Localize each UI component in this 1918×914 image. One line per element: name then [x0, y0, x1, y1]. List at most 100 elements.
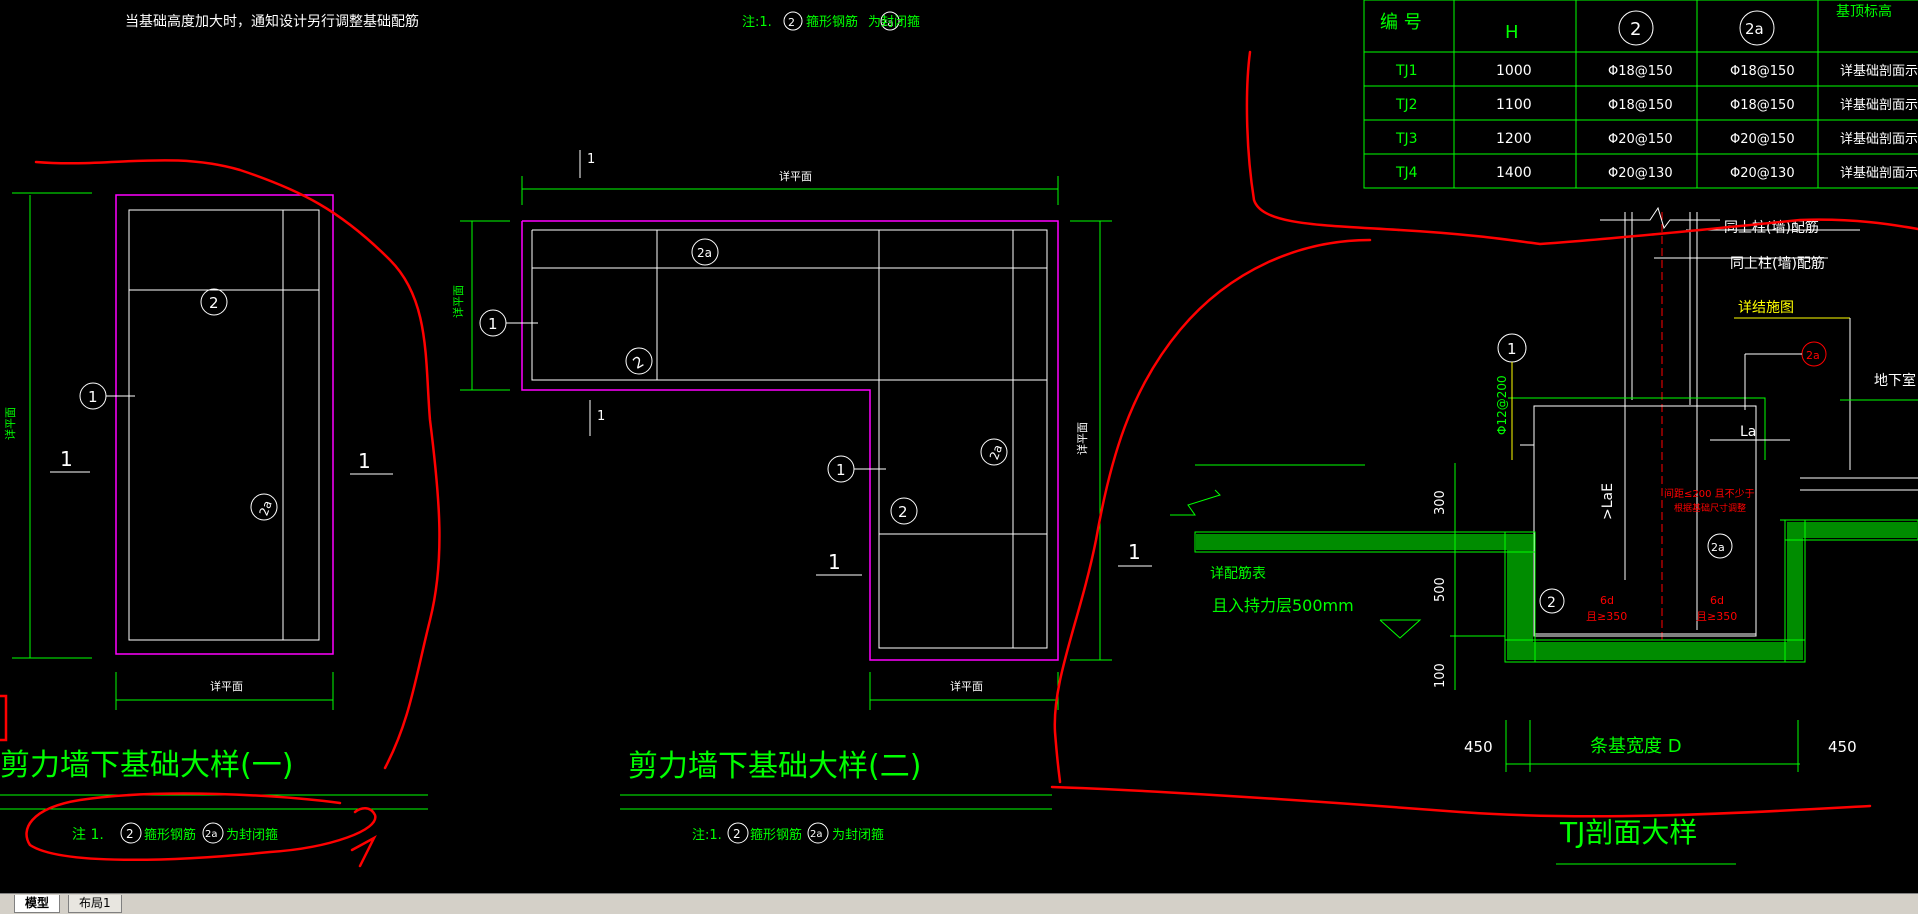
marker-2-section: 2	[1547, 595, 1556, 611]
marker-1-section: 1	[1507, 340, 1517, 358]
tab-layout1[interactable]: 布局1	[68, 895, 122, 913]
label-phi12: Φ12@200	[1495, 375, 1509, 435]
table-row: TJ1 1000 Φ18@150 Φ18@150 详基础剖面示意	[1395, 63, 1918, 79]
marker-2-d2-mid: 2	[898, 503, 908, 521]
section-mark-d1-left: 1	[60, 447, 73, 471]
len-left: 且≥350	[1586, 610, 1627, 623]
red-stroke-bottom-line	[1050, 785, 1872, 818]
svg-text:Φ20@130: Φ20@130	[1608, 166, 1673, 181]
dim-450-left: 450	[1464, 738, 1493, 756]
rebar-table: 编 号 H 2 2a 基顶标高 TJ1 1000 Φ18@150 Φ18@150…	[1363, 0, 1918, 189]
table-row: TJ2 1100 Φ18@150 Φ18@150 详基础剖面示意	[1395, 97, 1918, 113]
len-right: 且≥350	[1696, 610, 1737, 623]
svg-text:1200: 1200	[1496, 131, 1532, 147]
cad-drawing-canvas[interactable]: 当基础高度加大时，通知设计另行调整基础配筋 注:1. 2 箍形钢筋 2a 为封闭…	[0, 0, 1918, 893]
red-stroke-section-divider	[1053, 238, 1372, 784]
table-header-2a: 2a	[1745, 20, 1764, 38]
svg-text:为封闭箍: 为封闭箍	[868, 14, 920, 30]
section-mark-d2-right: 1	[1128, 540, 1141, 564]
marker-2a-section: 2a	[1711, 541, 1725, 554]
svg-text:详基础剖面示意: 详基础剖面示意	[1840, 63, 1918, 79]
table-row: TJ3 1200 Φ20@150 Φ20@150 详基础剖面示意	[1395, 131, 1918, 147]
dim-450-right: 450	[1828, 738, 1857, 756]
detail-2: 详平面 详平面 详平面 2a 2 1 1 2 2a	[451, 150, 1152, 844]
title-section: TJ剖面大样	[1559, 816, 1697, 849]
red-note-1: 间距≤200 且不少于	[1664, 487, 1755, 500]
svg-text:Φ20@130: Φ20@130	[1730, 166, 1795, 181]
table-header-id: 编 号	[1380, 12, 1422, 33]
marker-2a-section-red: 2a	[1806, 349, 1820, 362]
detail-1: 详平面 2 1 2a 1 1 详平面 剪力墙下基础大样(一) 注 1. 2 箍形…	[0, 192, 428, 844]
table-header-base-elev: 基顶标高	[1836, 3, 1892, 20]
red-stroke-left-outline	[34, 159, 441, 770]
red-stroke-left-bracket	[0, 694, 8, 742]
svg-text:详基础剖面示意: 详基础剖面示意	[1840, 165, 1918, 181]
svg-text:2: 2	[126, 827, 134, 841]
dim-see-plan-d2-bottom: 详平面	[950, 679, 983, 693]
label-same-col-2: 同上柱(墙)配筋	[1730, 255, 1825, 272]
table-header-2: 2	[1630, 19, 1641, 40]
svg-text:2: 2	[788, 16, 795, 29]
svg-text:2a: 2a	[205, 829, 218, 840]
dim-see-plan-d1: 详平面	[210, 679, 243, 693]
svg-text:详基础剖面示意: 详基础剖面示意	[1840, 131, 1918, 147]
note-bottom-left-b: 为封闭箍	[226, 827, 278, 843]
note-bottom-mid-b: 为封闭箍	[832, 827, 884, 843]
marker-2a-d1: 2a	[257, 499, 275, 518]
red-stroke-note-tail	[350, 834, 377, 868]
section-cut-top: 1	[587, 152, 595, 167]
red-stroke-note-circle	[25, 792, 377, 862]
svg-text:TJ2: TJ2	[1395, 97, 1418, 113]
svg-text:1100: 1100	[1496, 97, 1532, 113]
label-basement: 地下室	[1874, 372, 1916, 389]
svg-text:Φ20@150: Φ20@150	[1608, 132, 1673, 147]
section-mark-d2-mid: 1	[828, 550, 841, 574]
svg-text:TJ1: TJ1	[1395, 63, 1418, 79]
marker-1-d1: 1	[88, 388, 98, 406]
tab-model[interactable]: 模型	[14, 895, 61, 913]
title-detail-1: 剪力墙下基础大样(一)	[0, 748, 293, 783]
svg-text:详基础剖面示意: 详基础剖面示意	[1840, 97, 1918, 113]
marker-2a-d2-top: 2a	[697, 246, 712, 260]
six-d-left: 6d	[1600, 594, 1614, 607]
marker-2-d2-left: 2	[630, 352, 647, 372]
note-bottom-left-prefix: 注 1.	[72, 827, 104, 843]
svg-text:2a: 2a	[810, 829, 823, 840]
dim-100: 100	[1433, 663, 1448, 688]
svg-text:Φ18@150: Φ18@150	[1730, 98, 1795, 113]
section-mark-d1-right: 1	[358, 449, 371, 473]
red-note-2: 根据基础尺寸调整	[1674, 502, 1746, 514]
svg-text:1000: 1000	[1496, 63, 1532, 79]
svg-text:TJ4: TJ4	[1395, 165, 1418, 181]
dim-see-plan-d2-left: 详平面	[451, 285, 465, 318]
dim-500: 500	[1433, 577, 1448, 602]
label-same-col-1: 同上柱(墙)配筋	[1724, 219, 1819, 236]
svg-text:1400: 1400	[1496, 165, 1532, 181]
section-cut-bottom: 1	[597, 409, 605, 424]
six-d-right: 6d	[1710, 594, 1724, 607]
label-see-rebar: 详配筋表	[1210, 565, 1266, 582]
table-row: TJ4 1400 Φ20@130 Φ20@130 详基础剖面示意	[1395, 165, 1918, 181]
marker-2a-d2-right: 2a	[987, 443, 1005, 462]
svg-text:TJ3: TJ3	[1395, 131, 1418, 147]
svg-text:Φ20@150: Φ20@150	[1730, 132, 1795, 147]
dim-see-plan-d2-right: 详平面	[1075, 422, 1089, 455]
dim-strip-width: 条基宽度 D	[1590, 736, 1682, 757]
label-see-detail: 详结施图	[1738, 300, 1794, 316]
marker-1-d2-mid: 1	[836, 461, 846, 479]
svg-text:Φ18@150: Φ18@150	[1730, 64, 1795, 79]
label-lae: >LaE	[1600, 483, 1616, 520]
layout-tab-bar: 模型 布局1	[0, 893, 1918, 914]
svg-text:Φ18@150: Φ18@150	[1608, 98, 1673, 113]
red-markup-annotations	[0, 50, 1918, 868]
label-bearing: 且入持力层500mm	[1212, 596, 1354, 615]
dim-see-plan-left: 详平面	[3, 407, 17, 440]
red-stroke-table-outline	[1245, 50, 1918, 246]
marker-2-d1: 2	[209, 294, 219, 312]
svg-text:Φ18@150: Φ18@150	[1608, 64, 1673, 79]
note-bottom-left-a: 箍形钢筋	[144, 827, 196, 843]
title-detail-2: 剪力墙下基础大样(二)	[628, 749, 921, 784]
note-bottom-mid-prefix: 注:1.	[692, 828, 722, 843]
section-detail: 同上柱(墙)配筋 同上柱(墙)配筋 详结施图	[1170, 206, 1918, 865]
dim-300: 300	[1433, 490, 1448, 515]
